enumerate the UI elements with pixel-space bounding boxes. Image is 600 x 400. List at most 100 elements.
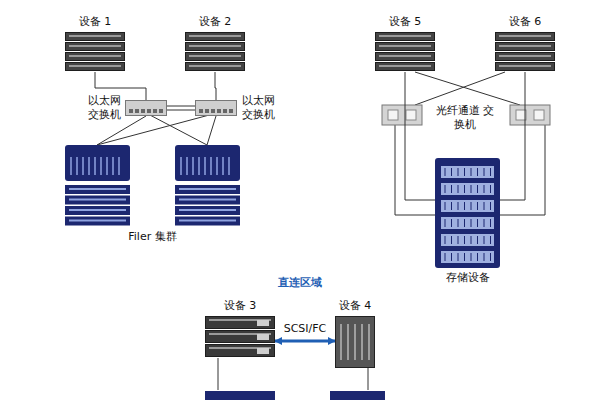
server-unit [376,33,435,41]
filer-vent [198,157,200,175]
switch-port [153,109,157,113]
server-strip [69,55,121,57]
disk-slot [477,168,478,176]
server-unit [496,63,555,71]
disk-slot [451,202,452,210]
disk-slot [477,253,478,261]
disk-slot [471,253,472,261]
disk-slot [490,168,491,176]
disk-slot [464,168,465,176]
disk-slot [445,168,446,176]
filer-shelf [175,185,240,194]
disk-slot [484,168,485,176]
disk-slot [464,253,465,261]
fc-wire [500,125,545,215]
fc-switch [382,105,422,125]
server-panel [257,334,269,340]
tower-vent [362,324,363,360]
disk-slot [484,236,485,244]
disk-slot [445,219,446,227]
server-unit [206,345,275,357]
server-strip [189,35,241,37]
filer-shelf [65,206,130,215]
node-label: 设备 4 [339,299,372,313]
disk-slot [471,168,472,176]
disk-slot [490,185,491,193]
filers-icon [65,145,240,227]
node-label: 以太网 交换机 [240,94,276,122]
switch-port [211,109,215,113]
disk-slot [445,202,446,210]
node-label: 设备 1 [79,15,112,29]
disk-slot [484,202,485,210]
filer-vent [186,157,188,175]
disk-slot [490,202,491,210]
node-label: 设备 3 [224,299,257,313]
disk-slot [451,219,452,227]
server-node: 设备 2 [185,15,245,72]
switch-icon [195,100,237,116]
storage-body [435,158,500,268]
server-strip [379,55,431,57]
extra-wires [97,72,545,390]
switch-body [126,101,167,116]
node-label: 存储设备 [446,271,490,285]
server-unit [186,33,245,41]
disk-slot [451,185,452,193]
server-node: 设备 1 [65,15,125,72]
filer-vent [70,157,72,175]
disk-slot [484,185,485,193]
filer-vent [118,157,120,175]
filer-strip [179,220,236,222]
tower-vent [355,324,356,360]
server-strip [189,65,241,67]
disk-slot [458,219,459,227]
disk-slot [477,236,478,244]
connector-label: SCSI/FC [282,322,329,335]
filer-strip [69,209,126,211]
tower-icon [335,316,375,368]
switch-port [205,109,209,113]
server-strip [379,65,431,67]
filer-shelf [65,196,130,205]
fc-switch-body [382,105,422,125]
storage-icon [435,158,500,268]
server-icon [65,32,125,72]
filer-vent [106,157,108,175]
filer-vent [210,157,212,175]
disk-slot [445,236,446,244]
filer-vent [204,157,206,175]
disk-slot [464,236,465,244]
storage-shelf [441,251,494,263]
cross-wire [415,72,505,105]
filer-vent [216,157,218,175]
connector [167,106,195,107]
fc-switch-body [510,105,550,125]
server-strip [499,45,551,47]
server-unit [496,33,555,41]
server-strip [379,35,431,37]
connector [500,72,525,200]
switch-node: 以太网 交换机 [195,94,276,122]
tower-vent [341,324,342,360]
zone-title: 直连区域 [250,276,350,290]
filer-shelf [175,217,240,226]
server-unit [376,43,435,51]
disk-slot [471,185,472,193]
disk-slot [471,219,472,227]
filer-vent [192,157,194,175]
filer-strip [69,220,126,222]
server-strip [499,55,551,57]
filer-vent [88,157,90,175]
disk-slot [464,185,465,193]
storage-shelf [441,166,494,178]
filer-vent [100,157,102,175]
disk-slot [477,202,478,210]
connector-layer [95,72,525,341]
switch-port [141,109,145,113]
fc-port [406,110,416,120]
node-label: 设备 5 [389,15,422,29]
tower-body [336,317,375,368]
disk-slot [490,253,491,261]
disk-slot [451,168,452,176]
